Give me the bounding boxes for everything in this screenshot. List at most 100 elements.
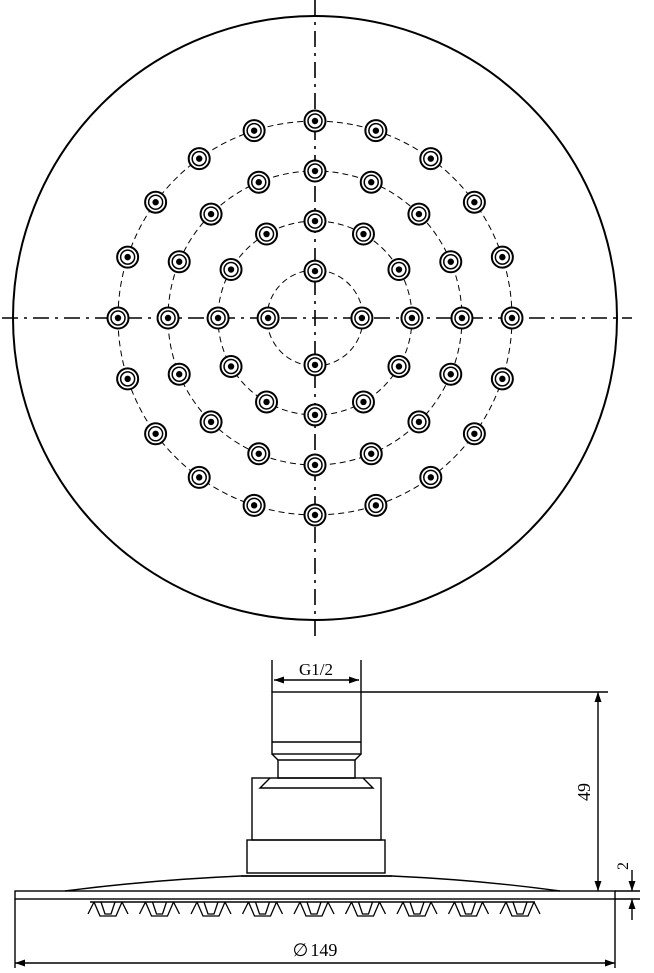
side-nozzle-edge bbox=[447, 901, 490, 915]
diameter-symbol: ∅ bbox=[293, 940, 309, 960]
nozzle-hole bbox=[458, 314, 466, 322]
nozzle-hole bbox=[176, 258, 183, 265]
nozzle bbox=[351, 390, 375, 414]
neck-flare bbox=[258, 777, 375, 789]
connector-neck bbox=[277, 760, 356, 779]
height-label: 49 bbox=[574, 783, 594, 801]
nozzle bbox=[359, 170, 383, 194]
nozzle bbox=[350, 306, 374, 330]
nozzle bbox=[199, 202, 223, 226]
nozzle-hole bbox=[227, 363, 235, 370]
side-nozzle bbox=[196, 901, 226, 917]
nozzle-hole bbox=[227, 266, 235, 273]
side-nozzle bbox=[247, 901, 278, 917]
nozzle-hole bbox=[447, 258, 454, 265]
nozzle bbox=[439, 250, 463, 274]
thread-connector bbox=[271, 691, 362, 755]
thickness-label: 2 bbox=[615, 862, 632, 870]
nozzle-hole bbox=[124, 253, 131, 261]
side-view: G1/2 49 2 ∅149 bbox=[14, 660, 640, 968]
nozzle bbox=[462, 190, 486, 214]
nozzle bbox=[255, 222, 279, 246]
nozzle bbox=[387, 258, 411, 282]
nozzle bbox=[167, 362, 191, 386]
nozzle-hole bbox=[395, 363, 403, 370]
nozzle-hole bbox=[358, 314, 366, 322]
shower-body-lower bbox=[246, 839, 386, 874]
nozzle-hole bbox=[207, 418, 215, 426]
nozzle bbox=[462, 422, 486, 446]
nozzle bbox=[116, 245, 140, 269]
nozzle-hole bbox=[196, 474, 203, 481]
nozzle-hole bbox=[311, 217, 319, 225]
side-nozzle-edge bbox=[87, 901, 129, 915]
nozzle bbox=[255, 390, 279, 414]
plate-dome bbox=[64, 875, 561, 892]
nozzle-hole bbox=[360, 398, 367, 406]
nozzle-hole bbox=[263, 230, 270, 238]
nozzle bbox=[219, 354, 243, 378]
side-nozzle-edge bbox=[138, 901, 181, 915]
nozzle bbox=[400, 306, 424, 330]
nozzle-hole bbox=[124, 375, 131, 383]
nozzle bbox=[247, 442, 271, 466]
nozzle-hole bbox=[311, 411, 319, 419]
side-nozzle-edge bbox=[293, 901, 335, 915]
nozzle-hole bbox=[499, 253, 506, 261]
nozzle bbox=[364, 493, 388, 517]
nozzle-hole bbox=[311, 461, 319, 469]
nozzle bbox=[116, 367, 140, 391]
nozzle-hole bbox=[152, 430, 159, 437]
nozzle bbox=[490, 245, 514, 269]
nozzle-hole bbox=[447, 371, 454, 378]
nozzle-hole bbox=[196, 155, 203, 162]
nozzle bbox=[303, 403, 327, 427]
side-nozzle bbox=[350, 901, 381, 917]
nozzle-group bbox=[106, 109, 524, 527]
nozzle bbox=[387, 354, 411, 378]
nozzle bbox=[500, 306, 524, 330]
nozzle bbox=[187, 465, 211, 489]
side-nozzle bbox=[299, 901, 329, 917]
side-nozzle-edge bbox=[190, 901, 232, 915]
nozzle-hole bbox=[311, 167, 319, 175]
nozzle bbox=[199, 410, 223, 434]
nozzle bbox=[144, 422, 168, 446]
nozzle bbox=[303, 209, 327, 233]
nozzle-hole bbox=[207, 210, 215, 218]
nozzle-hole bbox=[255, 450, 262, 457]
shower-plate-side bbox=[14, 890, 616, 900]
nozzle-hole bbox=[471, 430, 478, 437]
side-nozzle bbox=[505, 901, 535, 917]
nozzle bbox=[303, 259, 327, 283]
nozzle-hole bbox=[415, 418, 423, 426]
nozzle-hole bbox=[263, 398, 270, 406]
side-nozzle bbox=[402, 901, 432, 917]
nozzle bbox=[187, 147, 211, 171]
nozzle bbox=[303, 353, 327, 377]
nozzle-hole bbox=[372, 127, 380, 134]
nozzle-hole bbox=[408, 314, 416, 322]
nozzle bbox=[407, 202, 431, 226]
nozzle-hole bbox=[176, 371, 183, 378]
nozzle bbox=[351, 222, 375, 246]
nozzle-hole bbox=[395, 266, 403, 273]
nozzle-hole bbox=[255, 179, 262, 186]
side-nozzle-edge bbox=[499, 901, 541, 915]
side-nozzle bbox=[93, 901, 123, 917]
side-nozzle-edge bbox=[396, 901, 438, 915]
nozzle bbox=[407, 410, 431, 434]
nozzle-hole bbox=[508, 314, 516, 322]
diameter-label: ∅149 bbox=[293, 940, 338, 960]
nozzle bbox=[144, 190, 168, 214]
nozzle-hole bbox=[164, 314, 172, 322]
nozzle bbox=[419, 465, 443, 489]
nozzle bbox=[242, 119, 266, 143]
top-view bbox=[2, 0, 632, 640]
nozzle-hole bbox=[368, 450, 375, 457]
nozzle bbox=[490, 367, 514, 391]
nozzle-hole bbox=[499, 375, 506, 383]
thread-size-label: G1/2 bbox=[299, 660, 333, 679]
nozzle bbox=[206, 306, 230, 330]
side-nozzle bbox=[453, 901, 484, 917]
